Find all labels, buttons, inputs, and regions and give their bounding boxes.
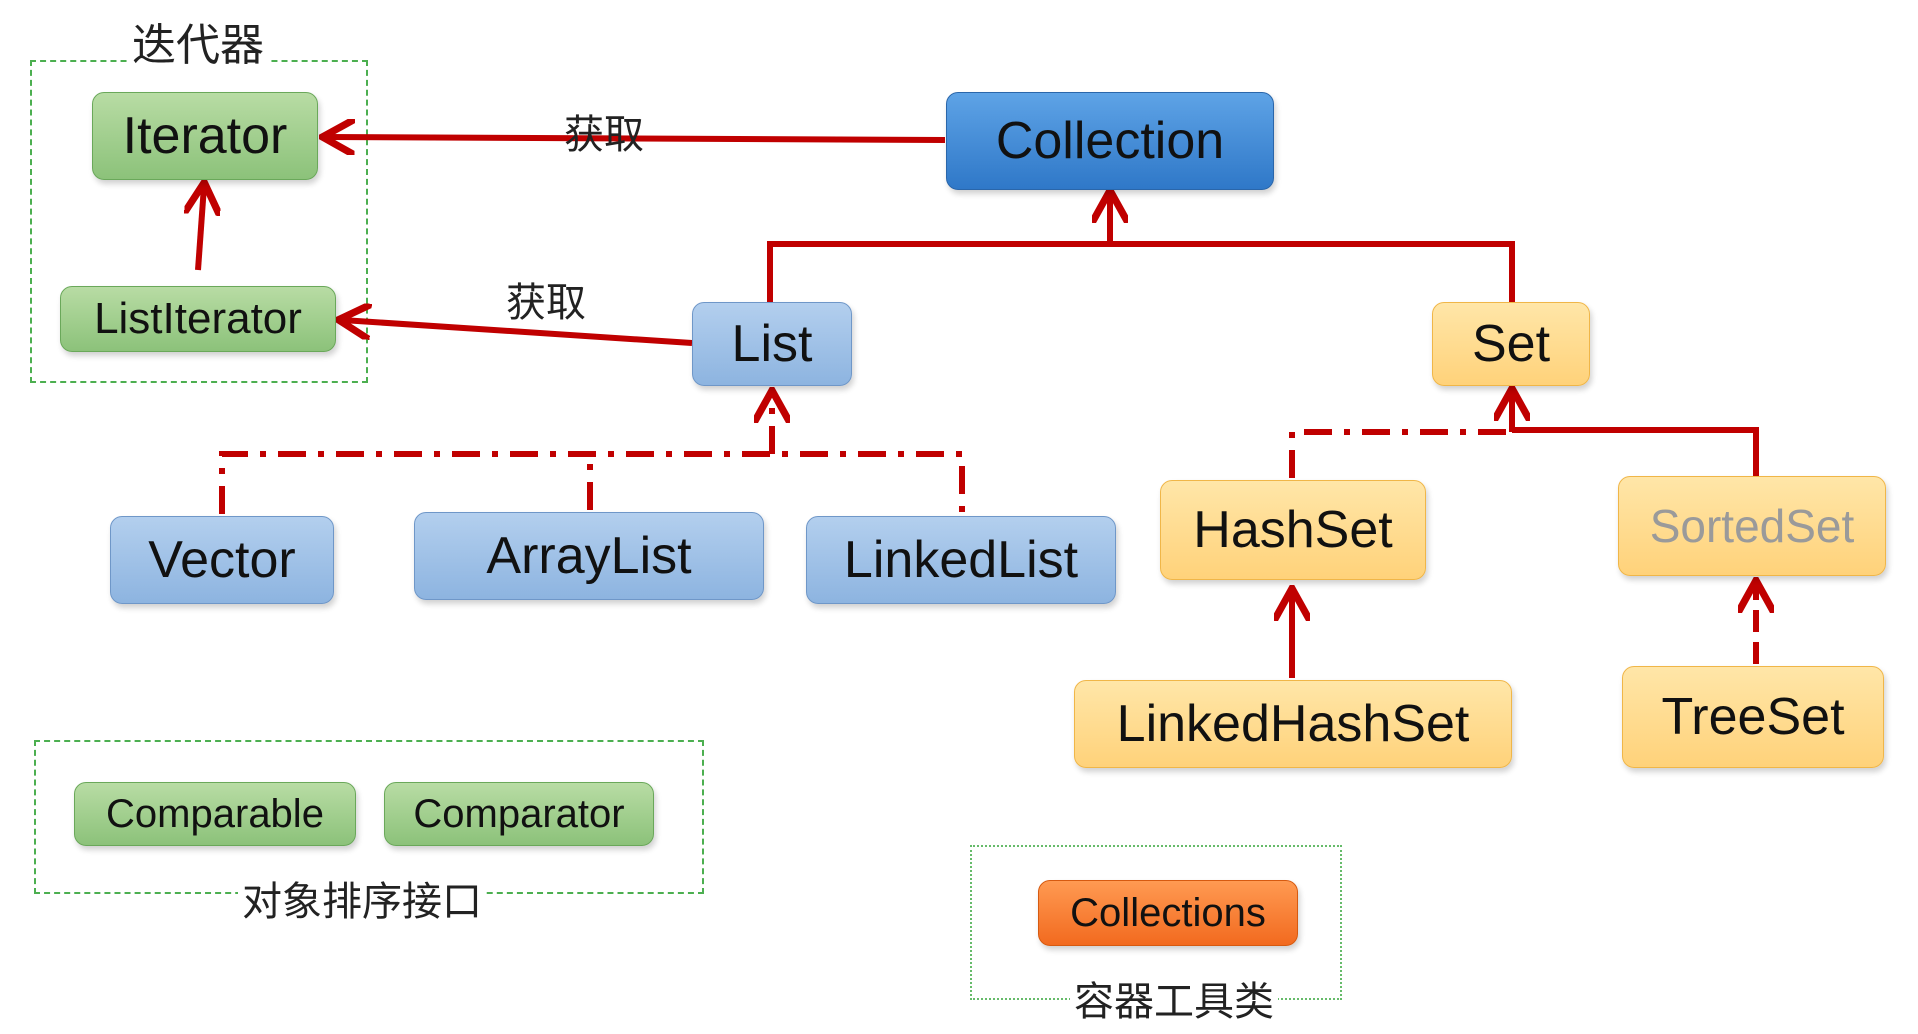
edge-hashset-to-set <box>1289 429 1512 478</box>
iterator-group-label: 迭代器 <box>128 24 268 68</box>
treeset-node[interactable]: TreeSet <box>1622 666 1884 768</box>
edge-list-to-listiterator <box>342 320 693 346</box>
collections-node[interactable]: Collections <box>1038 880 1298 946</box>
vector-node[interactable]: Vector <box>110 516 334 604</box>
comparator-node[interactable]: Comparator <box>384 782 654 846</box>
arraylist-node[interactable]: ArrayList <box>414 512 764 600</box>
edge-label-list-get: 获取 <box>506 280 586 326</box>
hashset-node[interactable]: HashSet <box>1160 480 1426 580</box>
sorting-interface-group-label: 对象排序接口 <box>238 882 486 922</box>
set-node[interactable]: Set <box>1432 302 1590 386</box>
edge-collection-to-iterator <box>326 137 946 140</box>
edge-list-set-to-collection <box>767 241 1515 302</box>
tools-group-label: 容器工具类 <box>1070 982 1278 1022</box>
edges-list-implementations <box>219 451 965 514</box>
comparable-node[interactable]: Comparable <box>74 782 356 846</box>
linkedlist-node[interactable]: LinkedList <box>806 516 1116 604</box>
iterator-node[interactable]: Iterator <box>92 92 318 180</box>
edge-sortedset-to-set <box>1512 427 1759 476</box>
list-node[interactable]: List <box>692 302 852 386</box>
sortedset-node[interactable]: SortedSet <box>1618 476 1886 576</box>
listiterator-node[interactable]: ListIterator <box>60 286 336 352</box>
edge-label-collection-get: 获取 <box>564 112 644 158</box>
collection-node[interactable]: Collection <box>946 92 1274 190</box>
linkedhashset-node[interactable]: LinkedHashSet <box>1074 680 1512 768</box>
edge-listiterator-to-iterator <box>198 186 204 271</box>
